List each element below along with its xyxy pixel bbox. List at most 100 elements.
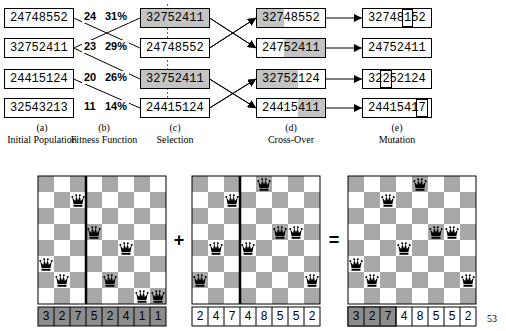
board-squares	[38, 176, 166, 304]
chromosome-box: 24415124	[140, 98, 210, 118]
chromosome-box: 32252124	[362, 69, 432, 89]
gene-digit: 2	[364, 307, 380, 326]
chromosome-string: 24415124	[146, 101, 204, 115]
operator-sign: =	[329, 230, 340, 250]
chromosome-string: 24752411	[368, 41, 426, 55]
chromosome-box: 32752411	[140, 69, 210, 89]
chromosome-box: 24752411	[362, 38, 432, 58]
queen	[55, 274, 68, 287]
selection-connector	[210, 33, 256, 48]
fitness-value: 24	[82, 10, 98, 23]
strip-cells	[348, 307, 476, 326]
panel-caption: Cross-Over	[268, 134, 314, 145]
panel-letter: (d)	[285, 122, 297, 133]
chromosome-string: 32752411	[146, 11, 204, 25]
chromosome-string: 24415411	[262, 101, 320, 115]
gene-digit: 4	[396, 307, 412, 326]
queen	[365, 274, 378, 287]
chromosome-box: 24415124	[4, 69, 74, 89]
panel-letter: (e)	[391, 122, 402, 133]
queen	[87, 226, 100, 239]
chromosome-box: 32752124	[256, 69, 326, 89]
cell-dividers	[54, 307, 150, 326]
queen	[119, 242, 132, 255]
digit-strip	[348, 307, 476, 326]
selection-connector	[210, 18, 256, 48]
chromosome-string: 32543213	[10, 101, 68, 115]
chromosome-box: 32748152	[362, 8, 432, 28]
gene-digit: 1	[134, 307, 150, 326]
chromosome-string: 32748552	[262, 11, 320, 25]
gene-digit: 8	[256, 307, 272, 326]
digit-strip	[38, 307, 166, 326]
strip-cells	[38, 307, 166, 326]
gene-digit: 7	[380, 307, 396, 326]
chromosome-string: 24752411	[262, 41, 320, 55]
selection-connector	[326, 18, 362, 19]
chromosome-box: 24748552	[4, 8, 74, 28]
chromosome-string: 32748152	[368, 11, 426, 25]
gene-digit: 5	[86, 307, 102, 326]
queen	[445, 226, 458, 239]
chromosome-string: 24748552	[146, 41, 204, 55]
queen	[135, 290, 148, 303]
board-squares	[192, 176, 320, 304]
panel-caption: Initial Population	[7, 134, 77, 145]
queen	[429, 226, 442, 239]
panel-letter: (b)	[98, 122, 110, 133]
gene-digit: 5	[428, 307, 444, 326]
panel-caption: Mutation	[379, 134, 416, 145]
chromosome-string: 32252124	[368, 72, 426, 86]
board-squares	[348, 176, 476, 304]
chromosome-box: 32748552	[256, 8, 326, 28]
mutation-mark	[380, 70, 391, 88]
queen	[305, 274, 318, 287]
queen	[289, 226, 302, 239]
queen	[39, 258, 52, 271]
chromosome-string: 24748552	[10, 11, 68, 25]
fitness-percent: 29%	[103, 40, 129, 53]
digit-strip	[192, 307, 320, 326]
queen	[151, 290, 164, 303]
selection-connector	[210, 79, 256, 108]
chromosome-string: 32752411	[10, 41, 68, 55]
page-number: 53	[487, 313, 497, 324]
chess-board	[38, 176, 166, 304]
queen	[461, 274, 474, 287]
fitness-value: 20	[82, 71, 98, 84]
strip-cells-shaded	[348, 307, 396, 326]
panel-caption: Fitness Function	[71, 134, 137, 145]
chess-board	[192, 176, 320, 304]
gene-digit: 7	[70, 307, 86, 326]
fitness-value: 23	[82, 40, 98, 53]
chromosome-string: 24415124	[10, 72, 68, 86]
strip-cells	[192, 307, 320, 326]
gene-digit: 4	[208, 307, 224, 326]
gene-digit: 2	[192, 307, 208, 326]
panel-letter: (a)	[36, 122, 47, 133]
fitness-percent: 31%	[103, 10, 129, 23]
gene-digit: 8	[412, 307, 428, 326]
gene-digit: 2	[304, 307, 320, 326]
gene-digit: 2	[54, 307, 70, 326]
queen	[71, 194, 84, 207]
selection-connector	[326, 108, 362, 109]
chromosome-string: 32752411	[146, 72, 204, 86]
gene-digit: 7	[224, 307, 240, 326]
crossover-line	[85, 176, 88, 304]
queen	[209, 242, 222, 255]
queen	[103, 274, 116, 287]
chess-board	[348, 176, 476, 304]
gene-digit: 5	[272, 307, 288, 326]
panel-caption: Selection	[156, 134, 193, 145]
gene-digit: 4	[118, 307, 134, 326]
gene-digit: 5	[444, 307, 460, 326]
gene-digit: 4	[240, 307, 256, 326]
selection-connector	[210, 94, 256, 109]
mutation-mark	[416, 99, 427, 117]
selection-connector	[326, 48, 362, 49]
operator-sign: +	[174, 230, 185, 250]
queen	[225, 194, 238, 207]
queen	[241, 242, 254, 255]
